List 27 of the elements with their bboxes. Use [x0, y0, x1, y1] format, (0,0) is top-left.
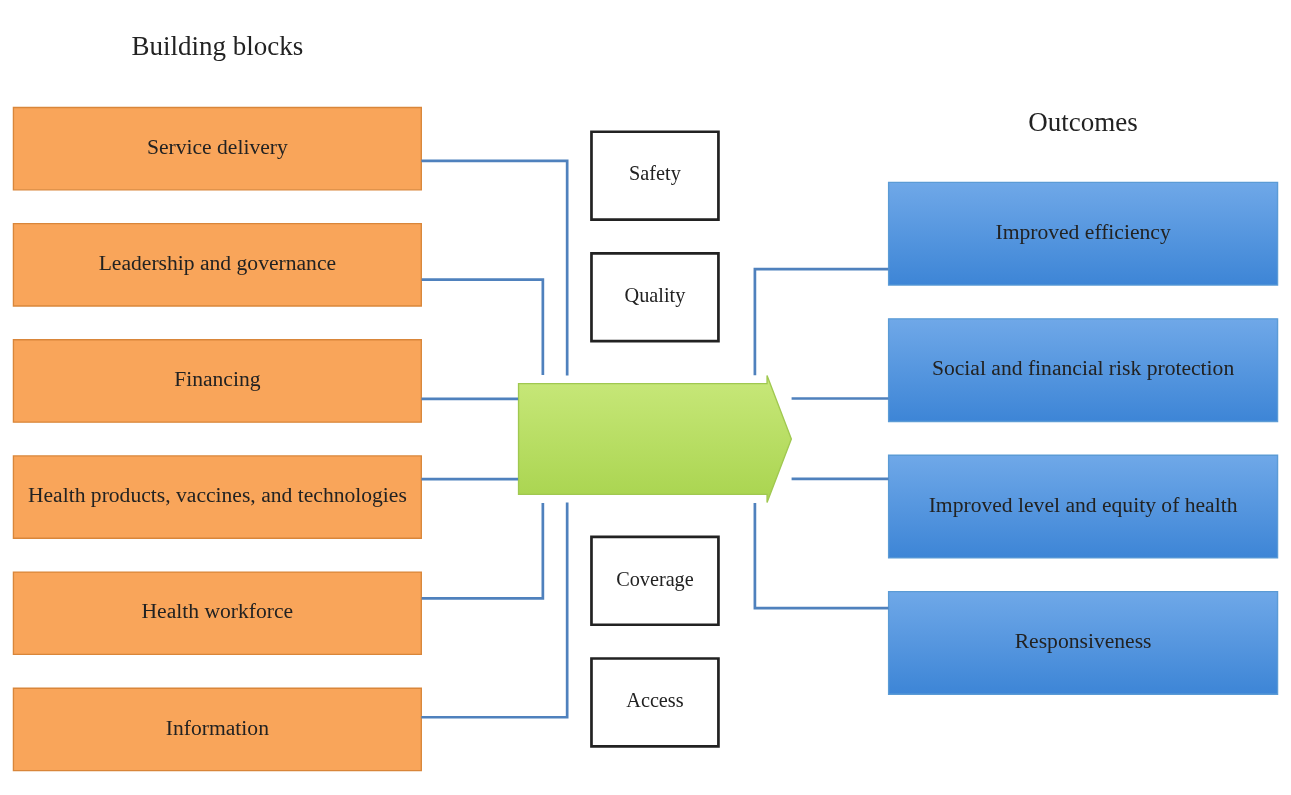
node-box: Improved efficiency: [887, 181, 1279, 286]
connector: [421, 502, 545, 600]
node-box: Financing: [12, 339, 422, 423]
node-box: Safety: [590, 130, 720, 221]
connector: [421, 159, 569, 376]
node-box: Health products, vaccines, and technologies: [12, 455, 422, 539]
node-box: Leadership and governance: [12, 222, 422, 307]
connector: [421, 502, 569, 719]
node-box: Access: [590, 657, 720, 748]
connector: [791, 477, 889, 481]
connector: [791, 397, 889, 400]
node-arrow: [517, 374, 793, 504]
label: Outcomes: [1028, 107, 1138, 138]
connector: [421, 477, 519, 481]
node-box: Health workforce: [12, 571, 422, 656]
connector: [753, 267, 889, 376]
node-box: Information: [12, 687, 422, 772]
node-box: Social and financial risk protection: [887, 318, 1279, 423]
node-box: Improved level and equity of health: [887, 454, 1279, 559]
label: Building blocks: [131, 31, 304, 62]
connector: [421, 278, 545, 376]
node-box: Quality: [590, 252, 720, 343]
node-box: Service delivery: [12, 106, 422, 191]
connector: [421, 397, 519, 401]
connector: [753, 503, 889, 610]
node-box: Coverage: [590, 535, 720, 627]
node-box: Responsiveness: [887, 590, 1279, 695]
